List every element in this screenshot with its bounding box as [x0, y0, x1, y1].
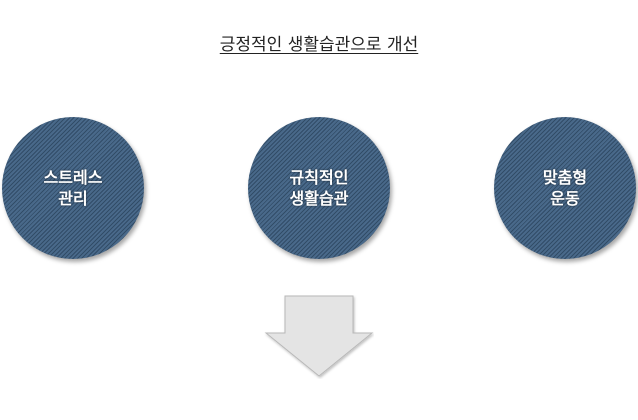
circle-label-line2: 관리	[58, 189, 88, 208]
diagram-title: 긍정적인 생활습관으로 개선	[0, 30, 638, 55]
circle-label-line2: 생활습관	[289, 189, 349, 208]
circle-label-line1: 스트레스	[43, 168, 103, 187]
diagram-title-text: 긍정적인 생활습관으로 개선	[219, 35, 419, 55]
down-arrow-icon	[264, 295, 374, 377]
circle-label-line1: 맞춤형	[542, 168, 588, 187]
circle-label-line1: 규칙적인	[289, 168, 349, 187]
circle-label-line2: 운동	[550, 189, 580, 208]
circle-custom-exercise: 맞춤형 운동	[494, 117, 636, 259]
circle-stress-management: 스트레스 관리	[2, 117, 144, 259]
circle-regular-habits: 규칙적인 생활습관	[248, 117, 390, 259]
